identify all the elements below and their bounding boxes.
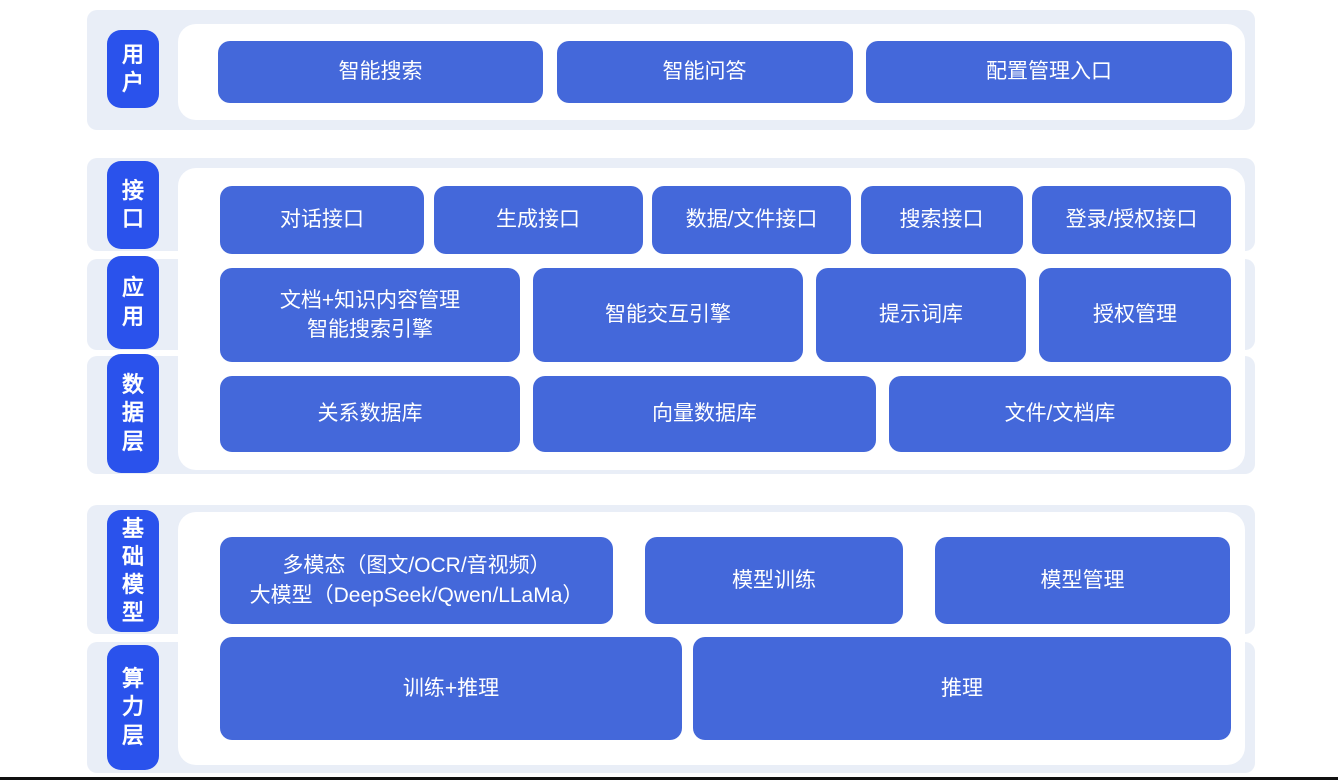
layer-tab-data: 数据层 (107, 354, 159, 473)
block-training-inference: 训练+推理 (220, 637, 682, 740)
row-compute: 训练+推理 推理 (220, 637, 1231, 740)
block-data-file-api: 数据/文件接口 (652, 186, 851, 254)
layer-tab-interface-label: 接口 (122, 177, 145, 231)
block-smart-search: 智能搜索 (218, 41, 543, 103)
layer-tab-user-label: 用户 (122, 41, 145, 95)
block-generation-api: 生成接口 (433, 186, 643, 254)
bottom-divider-line (0, 777, 1338, 780)
block-auth-management: 授权管理 (1039, 268, 1231, 362)
layer-tab-application: 应用 (107, 256, 159, 349)
block-file-doc-store: 文件/文档库 (889, 376, 1231, 452)
row-interfaces: 对话接口 生成接口 数据/文件接口 搜索接口 登录/授权接口 (220, 186, 1231, 254)
layer-tab-application-label: 应用 (122, 275, 145, 329)
layer-tab-compute: 算力层 (107, 645, 159, 770)
layer-tab-compute-label: 算力层 (122, 666, 145, 748)
row-user: 智能搜索 智能问答 配置管理入口 (218, 41, 1232, 103)
layer-tab-user: 用户 (107, 30, 159, 108)
block-vector-db: 向量数据库 (533, 376, 876, 452)
panel-middle-layers: 对话接口 生成接口 数据/文件接口 搜索接口 登录/授权接口 文档+知识内容管理… (178, 168, 1245, 470)
layer-tab-data-label: 数据层 (122, 372, 145, 454)
layer-tab-interface: 接口 (107, 161, 159, 249)
row-foundation-models: 多模态（图文/OCR/音视频） 大模型（DeepSeek/Qwen/LLaMa）… (220, 537, 1231, 624)
block-prompt-library: 提示词库 (816, 268, 1026, 362)
block-config-management-entry: 配置管理入口 (866, 41, 1232, 103)
block-login-auth-api: 登录/授权接口 (1032, 186, 1231, 254)
block-interactive-engine: 智能交互引擎 (533, 268, 803, 362)
block-inference: 推理 (693, 637, 1231, 740)
row-data-stores: 关系数据库 向量数据库 文件/文档库 (220, 376, 1231, 452)
block-model-management: 模型管理 (935, 537, 1230, 624)
panel-bottom-layers: 多模态（图文/OCR/音视频） 大模型（DeepSeek/Qwen/LLaMa）… (178, 512, 1245, 765)
layer-tab-foundation-model-label: 基础模型 (122, 515, 145, 626)
panel-user-layer: 智能搜索 智能问答 配置管理入口 (178, 24, 1245, 120)
block-smart-qa: 智能问答 (556, 41, 853, 103)
block-multimodal-llm: 多模态（图文/OCR/音视频） 大模型（DeepSeek/Qwen/LLaMa） (220, 537, 613, 624)
layer-tab-foundation-model: 基础模型 (107, 510, 159, 632)
block-model-training: 模型训练 (645, 537, 903, 624)
block-dialog-api: 对话接口 (220, 186, 424, 254)
block-search-api: 搜索接口 (860, 186, 1023, 254)
block-doc-knowledge-search-engine: 文档+知识内容管理 智能搜索引擎 (220, 268, 520, 362)
row-applications: 文档+知识内容管理 智能搜索引擎 智能交互引擎 提示词库 授权管理 (220, 268, 1231, 362)
block-relational-db: 关系数据库 (220, 376, 520, 452)
